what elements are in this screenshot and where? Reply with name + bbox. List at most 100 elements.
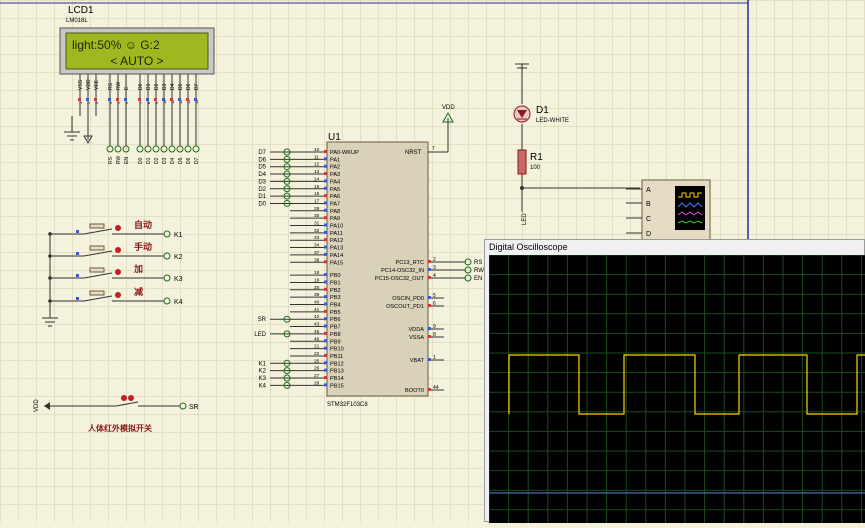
lcd-module[interactable]: LCD1 LM016L light:50% ☺ G:2 < AUTO > VSS… xyxy=(59,5,215,164)
mcu-pin-marker xyxy=(324,295,327,299)
lcd-net-label: D0 xyxy=(138,157,144,164)
lcd-pin-label: D0 xyxy=(138,83,144,90)
mcu-pin-label: PA9 xyxy=(330,216,340,222)
button-contact xyxy=(83,250,113,257)
lcd-pin-number: 7 xyxy=(138,101,143,104)
lcd-net-label: D5 xyxy=(178,157,184,164)
lcd-pin-marker xyxy=(162,98,165,101)
mcu-pin-number: 42 xyxy=(314,314,320,320)
mcu-pin-number: 45 xyxy=(314,329,320,335)
mcu-pin-label: PB4 xyxy=(330,303,341,309)
lcd-pin-marker xyxy=(138,98,141,101)
mcu-pin-number: 27 xyxy=(314,373,320,379)
mcu-net-terminal xyxy=(283,381,291,389)
mcu-pin-marker xyxy=(428,358,431,361)
button-cap xyxy=(89,290,105,296)
lcd-pin-label: D3 xyxy=(162,83,168,90)
lcd-pin-marker xyxy=(108,98,111,101)
mcu-pin-label: PB3 xyxy=(330,295,341,301)
lcd-screen xyxy=(65,32,209,70)
lcd-line-1: light:50% ☺ G:2 xyxy=(72,38,160,52)
mcu-pin-marker xyxy=(324,324,327,328)
mcu-net-label: D5 xyxy=(258,165,266,171)
lcd-net-terminal xyxy=(152,145,160,153)
pir-caption: 人体红外模拟开关 xyxy=(88,423,152,433)
mcu-pin-number: 16 xyxy=(314,191,320,197)
mcu-pin-marker xyxy=(324,172,327,176)
lcd-net-label: RW xyxy=(116,155,122,164)
mcu-pin-number: 4 xyxy=(433,273,436,279)
lcd-pin-number: 10 xyxy=(162,99,167,104)
lcd-pin-number: 2 xyxy=(86,101,91,104)
mcu-pin-label: PA1 xyxy=(330,157,340,163)
resistor-icon xyxy=(517,149,527,175)
mcu-pin-number: 46 xyxy=(314,336,320,342)
mcu-pin-marker xyxy=(324,353,327,357)
pir-vdd-label: VDD xyxy=(34,399,40,412)
led-branch[interactable]: D1 LED-WHITE R1 100 LED xyxy=(513,63,640,225)
oscilloscope-title: Digital Oscilloscope xyxy=(489,242,568,252)
mcu-pin-label: PB6 xyxy=(330,317,341,323)
mcu-pin-marker xyxy=(428,388,431,391)
mcu-pin-marker xyxy=(324,194,327,198)
lcd-pin-number: 9 xyxy=(154,101,159,104)
mcu-pin-number: 19 xyxy=(314,277,320,283)
lcd-net-terminal xyxy=(114,145,122,153)
mcu-net-terminal xyxy=(283,177,291,185)
lcd-pin-number: 14 xyxy=(194,99,199,104)
mcu-pin-number: 44 xyxy=(433,385,439,391)
mcu-pin-label: PB11 xyxy=(330,354,343,360)
mcu-pin-marker xyxy=(324,361,327,365)
lcd-net-label: D7 xyxy=(194,157,200,164)
mcu-pin-label: PB1 xyxy=(330,280,341,286)
mcu-pin-number: 20 xyxy=(314,285,320,291)
mcu-pin-label: PA2 xyxy=(330,165,340,171)
lcd-line-2: < AUTO > xyxy=(110,54,163,68)
mcu-pin-marker xyxy=(324,201,327,205)
lcd-net-label: D4 xyxy=(170,157,176,164)
lcd-pin-number: 3 xyxy=(94,101,99,104)
oscilloscope-window[interactable]: Digital Oscilloscope xyxy=(484,239,865,523)
lcd-net-label: D2 xyxy=(154,157,160,164)
button-terminal xyxy=(163,274,171,282)
mcu-pin-marker xyxy=(324,376,327,379)
button-pin-marker xyxy=(76,230,79,233)
mcu-pin-number: 21 xyxy=(314,344,320,350)
mcu-pin-marker xyxy=(324,208,327,212)
mcu-left-pins: PA0-WKUP10D7PA111D6PA212D5PA313D4PA414D3… xyxy=(254,147,359,389)
mcu-pin-number: 28 xyxy=(314,380,320,386)
mcu-pin-marker xyxy=(324,260,327,264)
mcu-pin-number: 10 xyxy=(314,147,320,153)
mcu-pin-label: PC14-OSC32_IN xyxy=(381,268,424,274)
led-part: LED-WHITE xyxy=(536,118,569,124)
mcu-pin-marker xyxy=(324,331,327,335)
button-contact xyxy=(83,228,113,235)
mcu-pin-number: 29 xyxy=(314,206,320,212)
mcu-pin-marker xyxy=(324,223,327,227)
mcu-pin-label: PA15 xyxy=(330,260,343,266)
mcu-pin-marker xyxy=(324,383,327,387)
mcu-pin-label: VDDA xyxy=(408,327,424,333)
mcu-stm32[interactable]: U1 STM32F103C8 PA0-WKUP10D7PA111D6PA212D… xyxy=(254,105,484,408)
mcu-pin-label: PB9 xyxy=(330,339,341,345)
mcu-pin-marker xyxy=(324,309,327,313)
button-cap xyxy=(89,245,105,251)
mcu-net-terminal xyxy=(283,155,291,163)
resistor-value: 100 xyxy=(530,165,541,171)
mcu-pin-marker xyxy=(324,252,327,256)
mcu-pin-number: 34 xyxy=(314,243,320,249)
pir-switch[interactable]: VDD SR 人体红外模拟开关 xyxy=(34,395,199,433)
mcu-pin-number: 17 xyxy=(314,198,320,204)
mcu-pin-label: VBAT xyxy=(410,358,425,364)
mcu-pin-number: 2 xyxy=(433,257,436,263)
lcd-net-terminal xyxy=(106,145,114,153)
mcu-pin-number: 30 xyxy=(314,213,320,219)
mcu-pin-label: PC15-OSC32_OUT xyxy=(375,276,425,282)
mcu-pin-marker xyxy=(324,280,327,284)
mcu-net-label: D7 xyxy=(258,150,266,156)
mcu-net-label: K3 xyxy=(259,376,267,382)
mcu-pin-marker xyxy=(324,339,327,343)
mcu-pin-marker xyxy=(428,335,431,338)
